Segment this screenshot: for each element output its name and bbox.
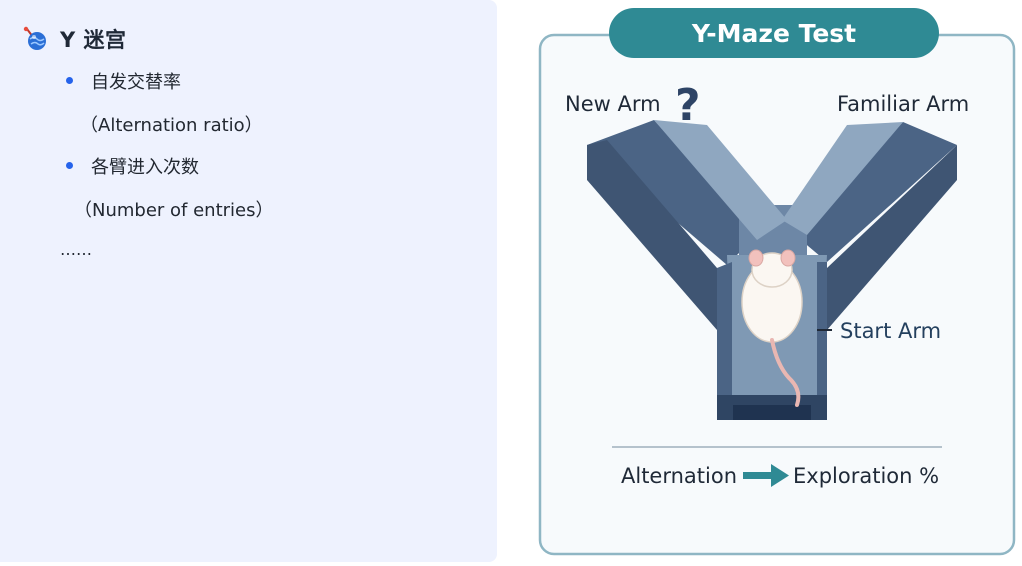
new-arm-label: New Arm (565, 92, 661, 116)
familiar-arm-label: Familiar Arm (837, 92, 969, 116)
heading-title: Y 迷宫 (60, 28, 127, 52)
bullet-main-1: 自发交替率 (91, 72, 181, 93)
start-arm-label: Start Arm (840, 319, 941, 343)
bullet-dot (66, 77, 73, 84)
bullet-main-2: 各臂进入次数 (91, 157, 199, 178)
slide-heading: Y 迷宫 (22, 24, 127, 54)
ellipsis-text: …… (60, 240, 92, 259)
pin-globe-icon (22, 26, 48, 52)
banner-title: Y-Maze Test (691, 19, 856, 48)
bullet-dot (66, 162, 73, 169)
right-arrow-icon (743, 464, 789, 487)
content-panel: Y 迷宫 自发交替率 （Alternation ratio） 各臂进入次数 （N… (0, 0, 497, 562)
alternation-label: Alternation (621, 464, 737, 488)
mouse-figure (741, 249, 803, 407)
bullet-sub-2: （Number of entries） (74, 200, 274, 221)
bullet-sub-1: （Alternation ratio） (80, 115, 263, 136)
y-maze-illustration: Y-Maze Test New Arm ? Familiar Arm (527, 0, 1022, 562)
title-banner (609, 8, 939, 58)
exploration-label: Exploration % (793, 464, 939, 488)
